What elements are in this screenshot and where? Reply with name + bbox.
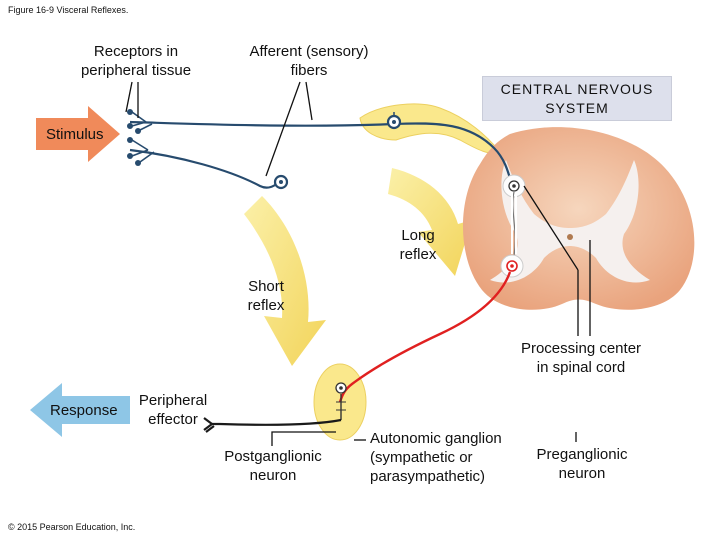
postganglionic-fiber (203, 417, 342, 433)
afferent-fibers-label: Afferent (sensory)fibers (249, 43, 369, 79)
response-label: Response (50, 402, 118, 419)
short-reflex-arrow (244, 196, 326, 366)
copyright-notice: © 2015 Pearson Education, Inc. (8, 522, 136, 532)
spinal-cord (462, 127, 695, 310)
stimulus-arrow (36, 106, 120, 162)
stimulus-label: Stimulus (46, 126, 104, 143)
processing-center-neurons (500, 174, 526, 278)
figure-title: Figure 16-9 Visceral Reflexes. (8, 5, 129, 15)
dorsal-root-ganglion (359, 103, 501, 154)
receptor-endings (131, 111, 155, 163)
leader-lines (125, 81, 591, 446)
ganglion-neuron (335, 382, 347, 420)
receptor-dots (127, 109, 141, 166)
long-reflex-arrow (388, 168, 472, 276)
sensory-neuron-bodies (273, 114, 402, 190)
response-arrow (30, 383, 130, 437)
